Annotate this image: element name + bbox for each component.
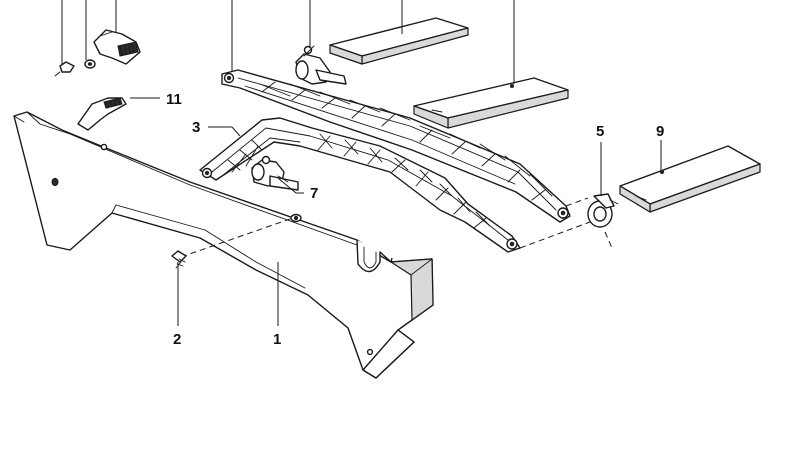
top-hinge-bracket: [295, 45, 347, 85]
hinge-part-7: [251, 155, 299, 191]
callout-3: 3: [192, 119, 200, 136]
leader-line-7: [277, 177, 304, 194]
flap-panel-part-9: [619, 145, 761, 213]
callout-11: 11: [166, 91, 182, 108]
upper-arm-assembly: [221, 69, 571, 223]
alignment-line: [565, 197, 589, 207]
callout-7: 7: [310, 185, 318, 202]
vent-grille-part-11: [77, 97, 127, 131]
callout-5: 5: [596, 123, 604, 140]
vent-grille-top-left: [93, 29, 141, 65]
mounting-hole-icon: [100, 143, 108, 151]
mounting-hole-icon: [51, 177, 59, 187]
leader-line-3: [208, 126, 241, 137]
callout-2: 2: [173, 331, 181, 348]
clip-part-5: [587, 193, 619, 228]
alignment-line: [604, 231, 613, 249]
callout-1: 1: [273, 331, 281, 348]
screw-washer-top-left: [54, 59, 96, 77]
alignment-line: [519, 221, 591, 249]
upper-panel-top: [329, 17, 469, 65]
upper-panel-middle: [413, 77, 569, 129]
side-panel-part-1: [13, 111, 434, 379]
mounting-hole-icon: [366, 348, 374, 356]
callout-9: 9: [656, 123, 664, 140]
